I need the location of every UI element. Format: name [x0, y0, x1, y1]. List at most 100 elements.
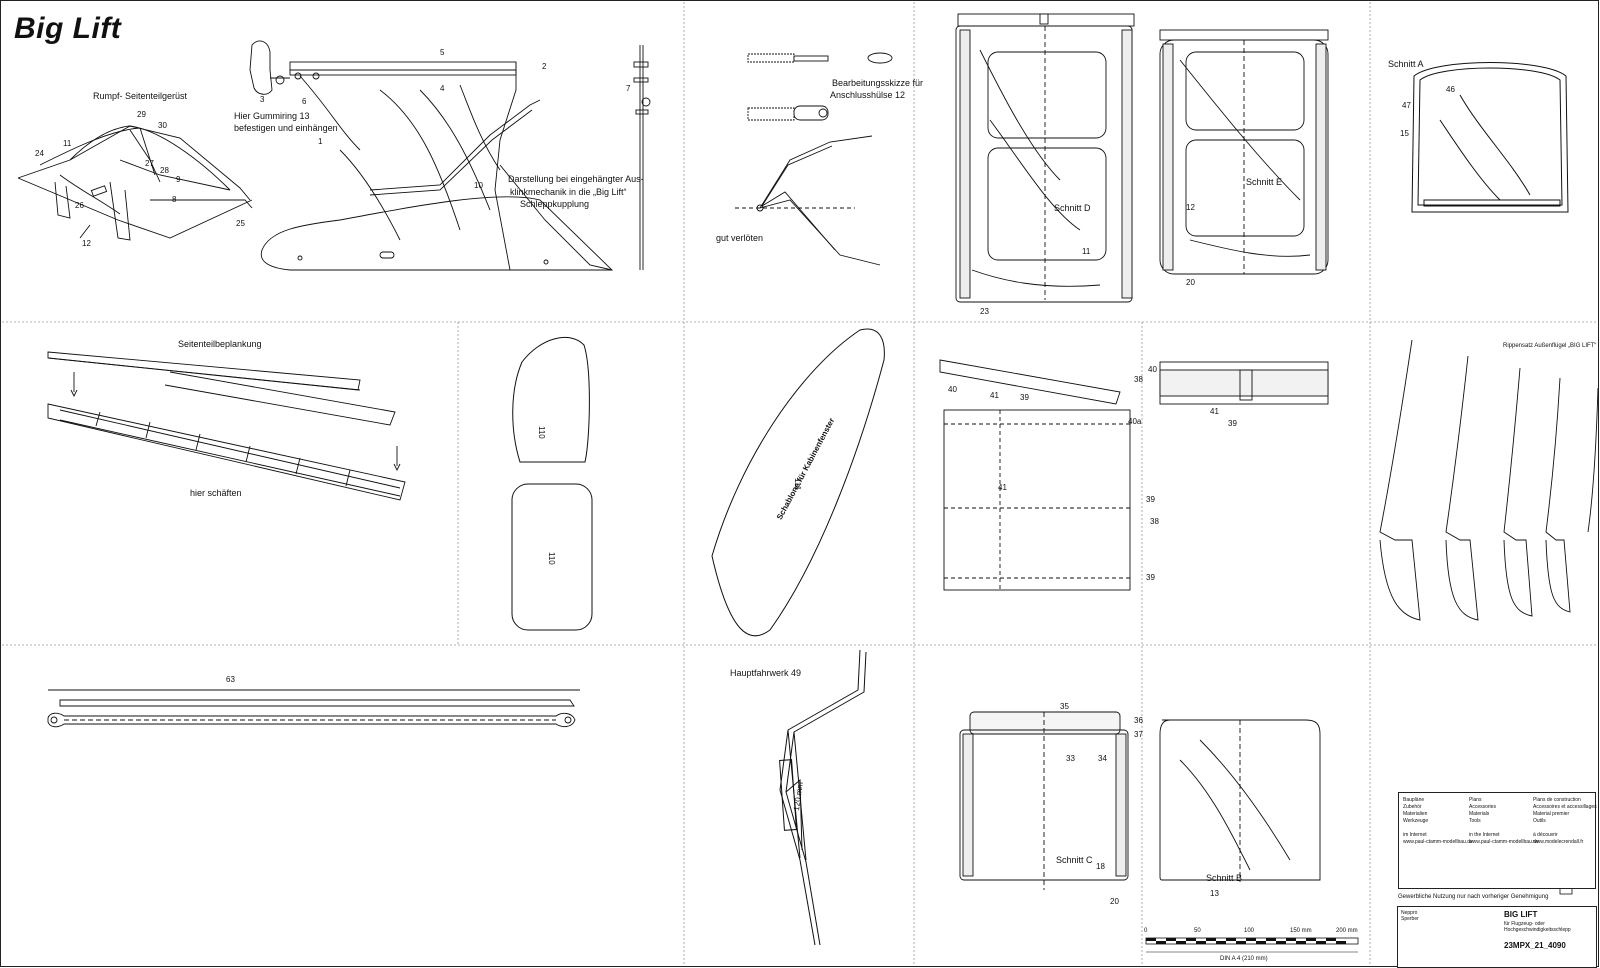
part-number: 41	[990, 391, 999, 400]
part-number: 20	[1186, 278, 1195, 287]
part-number: 12	[82, 239, 91, 248]
label-section-d: Schnitt D	[1054, 203, 1091, 213]
label-release-desc-2: klinkmechanik in die „Big Lift“	[510, 187, 627, 197]
title-block: Neppro Sperber BIG LIFT für Flugzeug- od…	[1397, 906, 1597, 968]
part-number: 110	[537, 426, 546, 439]
part-number: 1	[318, 137, 323, 146]
part-number: 111	[793, 478, 802, 491]
label-section-e: Schnitt E	[1246, 177, 1283, 187]
title-block-subtitle: für Flugzeug- oder Hochgeschwindigkeitss…	[1504, 921, 1571, 933]
side-planking	[47, 351, 406, 501]
part-number: 37	[1134, 730, 1143, 739]
scale-tick: 200 mm	[1336, 928, 1358, 934]
label-rubber-ring: Hier Gummiring 13	[234, 111, 310, 121]
part-number: 11	[63, 139, 72, 148]
title-block-designer: Neppro Sperber	[1401, 910, 1419, 922]
legend-col-en: Plans Accessories Materials Tools in the…	[1469, 797, 1539, 845]
part-number: 27	[145, 159, 154, 168]
part-number: 110	[547, 552, 556, 565]
panel-views	[939, 359, 1329, 591]
main-gear	[779, 649, 867, 946]
label-side-planking: Seitenteilbeplankung	[178, 339, 262, 349]
part-number: 5	[440, 48, 445, 57]
part-number: 63	[226, 675, 235, 684]
label-section-a: Schnitt A	[1388, 59, 1424, 69]
part-number: 36	[1134, 716, 1143, 725]
part-number: 3	[260, 95, 265, 104]
part-number: 34	[1098, 754, 1107, 763]
label-release-desc: Darstellung bei eingehängter Aus-	[508, 174, 644, 184]
label-solder: gut verlöten	[716, 233, 764, 243]
part-number: 10	[474, 181, 483, 190]
label-fuselage-frame: Rumpf- Seitenteilgerüst	[93, 91, 188, 101]
part-number: 26	[75, 201, 84, 210]
plan-title: Big Lift	[14, 12, 122, 45]
section-d	[955, 13, 1135, 303]
part-number: 12	[1186, 203, 1195, 212]
part-number: 7	[626, 84, 631, 93]
label-section-b: Schnitt B	[1206, 873, 1243, 883]
label-din: DIN A 4 (210 mm)	[1220, 956, 1268, 962]
part-number: 23	[980, 307, 989, 316]
part-number: 39	[1228, 419, 1237, 428]
fuselage-frame-sketch	[17, 125, 253, 241]
title-block-name: BIG LIFT	[1504, 910, 1538, 919]
part-number: 39	[1146, 573, 1155, 582]
section-c	[959, 711, 1129, 890]
part-number: 40	[1148, 365, 1157, 374]
part-number: 4	[440, 84, 445, 93]
part-number: 18	[1096, 862, 1105, 871]
part-number: 15	[1400, 129, 1409, 138]
part-number: 13	[1210, 889, 1219, 898]
scale-bar	[1145, 937, 1359, 953]
wing-strut	[47, 689, 580, 728]
part-number: 6	[302, 97, 307, 106]
label-rib-set: Rippensatz Außenflügel „BIG LIFT“	[1503, 343, 1597, 349]
part-number: 40	[948, 385, 957, 394]
supplier-legend: Baupläne Zubehör Materialien Werkzeuge i…	[1398, 792, 1597, 889]
part-number: 39	[1020, 393, 1029, 402]
part-number: 41	[1210, 407, 1219, 416]
label-processing-sketch: Bearbeitungsskizze für	[832, 78, 924, 88]
part-number: 20	[1110, 897, 1119, 906]
scale-tick: 50	[1194, 928, 1201, 934]
part-number: 9	[176, 175, 181, 184]
hook-side-view	[633, 45, 651, 270]
legend-col-fr: Plans de construction Accessoires et acc…	[1533, 797, 1597, 845]
sleeve-sketch	[735, 52, 893, 266]
label-release-desc-3: Schleppkupplung	[520, 199, 590, 209]
label-main-gear: Hauptfahrwerk 49	[730, 668, 802, 678]
part-number: 24	[35, 149, 44, 158]
part-number: 38	[1134, 375, 1143, 384]
scale-tick: 150 mm	[1290, 928, 1312, 934]
part-number: 25	[236, 219, 245, 228]
section-a	[1411, 62, 1569, 213]
label-section-c: Schnitt C	[1056, 855, 1093, 865]
part-number: 38	[1150, 517, 1159, 526]
part-number: 11	[1082, 247, 1091, 256]
part-number: 41	[998, 483, 1007, 492]
part-number: 8	[172, 195, 177, 204]
part-number: 2	[542, 62, 547, 71]
part-number: 35	[1060, 702, 1069, 711]
part-number: 33	[1066, 754, 1075, 763]
scale-tick: 100	[1244, 928, 1255, 934]
wing-ribs	[1379, 339, 1599, 621]
label-rubber-ring-2: befestigen und einhängen	[234, 123, 338, 133]
label-usage-note: Gewerbliche Nutzung nur nach vorheriger …	[1398, 894, 1549, 900]
section-e	[1159, 29, 1329, 275]
part-number: 28	[160, 166, 169, 175]
part-number: 30	[158, 121, 167, 130]
part-number: 29	[137, 110, 146, 119]
scale-tick: 0	[1144, 928, 1148, 934]
legend-col-de: Baupläne Zubehör Materialien Werkzeuge i…	[1403, 797, 1473, 845]
part-number: 47	[1402, 101, 1411, 110]
tow-release-drawing	[249, 40, 614, 271]
label-processing-sketch-2: Anschlusshülse 12	[830, 90, 906, 100]
label-scarf: hier schäften	[190, 488, 242, 498]
section-b	[1159, 719, 1321, 882]
part-number: 40a	[1128, 417, 1142, 426]
